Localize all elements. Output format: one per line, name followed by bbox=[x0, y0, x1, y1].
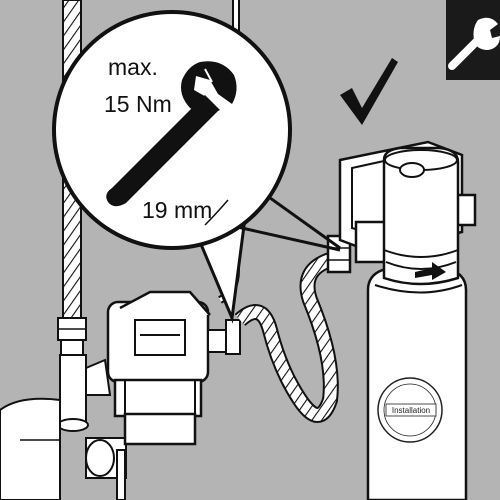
torque-prefix-label: max. bbox=[108, 54, 158, 80]
prefilter-unit bbox=[106, 290, 241, 446]
wrench-icon bbox=[448, 17, 500, 70]
torque-value-label: 15 Nm bbox=[104, 91, 172, 117]
checkmark-icon bbox=[340, 58, 398, 125]
tool-icon-tile bbox=[446, 0, 500, 80]
wrench-size-label: 19 mm bbox=[142, 197, 212, 223]
angle-valve bbox=[0, 354, 127, 500]
cartridge-badge: Installation bbox=[377, 377, 443, 443]
rotation-arrow-icon bbox=[415, 262, 446, 280]
wrench-icon bbox=[106, 61, 237, 207]
badge-text: Installation bbox=[392, 406, 430, 415]
hose-fitting-left bbox=[57, 317, 87, 357]
braided-hose-connection bbox=[234, 252, 339, 423]
